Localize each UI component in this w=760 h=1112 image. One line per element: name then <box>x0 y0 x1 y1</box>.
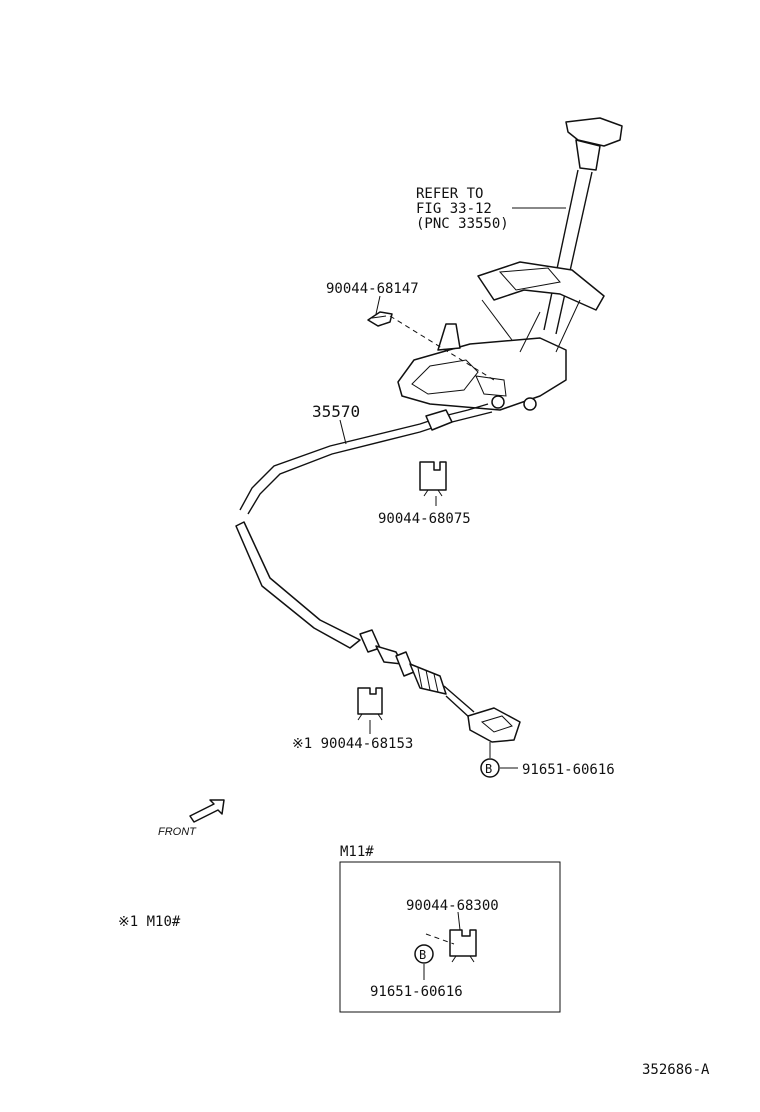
clip-68075 <box>419 461 447 497</box>
inset-marker-letter: B <box>419 948 426 962</box>
front-label: FRONT <box>158 826 197 838</box>
clip-68147-label: 90044-68147 <box>326 281 419 297</box>
marker-b-circle <box>480 758 500 778</box>
clip-68147 <box>367 311 393 327</box>
inset-box <box>339 861 561 1013</box>
inset-clip-leader <box>457 911 461 931</box>
front-arrow-icon <box>189 799 225 823</box>
inset-part-label: 91651-60616 <box>370 984 463 1000</box>
clip-68147-leader <box>389 315 495 381</box>
figure-id: 352686-A <box>642 1062 710 1078</box>
marker-b-letter: B <box>485 762 492 776</box>
inset-marker-circle <box>414 944 434 964</box>
clip-68153-label: ※1 90044-68153 <box>292 736 413 752</box>
refer-text-line3: (PNC 33550) <box>416 216 509 232</box>
inset-title: M11# <box>340 844 374 860</box>
m10-note: ※1 M10# <box>118 914 181 930</box>
cable-label: 35570 <box>312 402 360 421</box>
inset-clip-label: 90044-68300 <box>406 898 499 914</box>
clip-68075-label: 90044-68075 <box>378 511 471 527</box>
control-cable <box>235 403 521 743</box>
shift-lever-housing <box>397 261 605 411</box>
part-91651-label: 91651-60616 <box>522 762 615 778</box>
refer-text-line2: FIG 33-12 <box>416 201 492 217</box>
inset-dash-leader <box>425 933 455 945</box>
clip-68147-pointer <box>375 295 381 315</box>
clip-68153 <box>357 687 383 721</box>
refer-text-line1: REFER TO <box>416 186 483 202</box>
shift-lever <box>543 117 623 335</box>
cable-label-leader <box>339 419 347 445</box>
inset-clip-68300 <box>449 929 477 963</box>
